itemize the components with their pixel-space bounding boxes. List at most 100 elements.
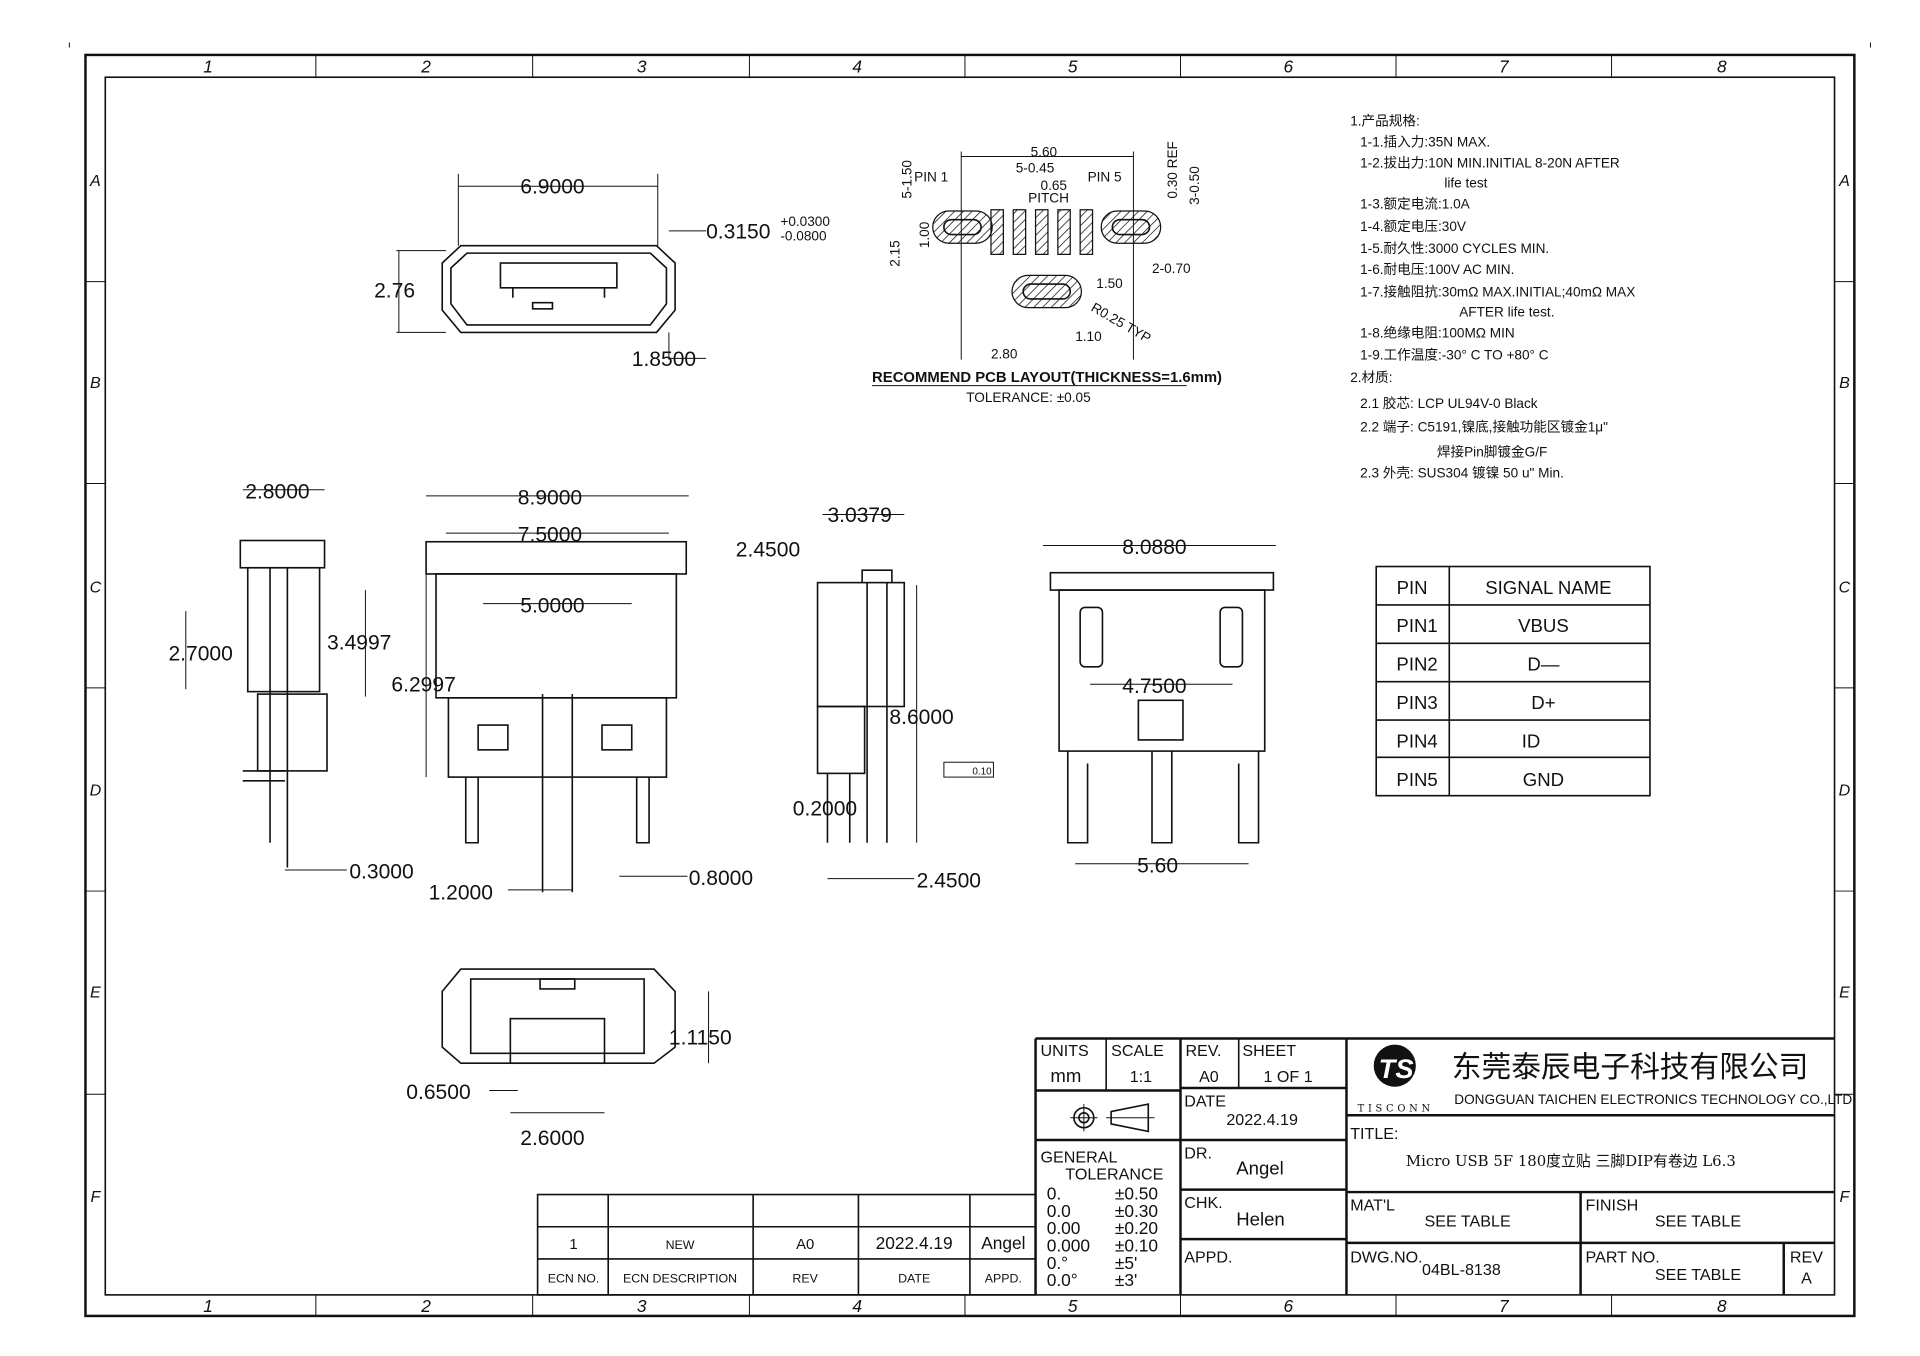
row-label: E <box>90 984 101 1002</box>
spec-line: 1-2.拔出力:10N MIN.INITIAL 8-20N AFTER <box>1360 156 1620 171</box>
dim-label: 8.9000 <box>518 487 582 510</box>
front-view-main: 8.9000 7.5000 5.0000 6.2997 1.2000 0.800… <box>391 487 753 905</box>
border-frame: 1 2 3 4 5 6 7 8 1 2 3 4 5 6 7 8 A B C D … <box>68 42 1871 1318</box>
tolerance-value: ±0.30 <box>1115 1201 1158 1221</box>
spec-notes: 1.产品规格:1-1.插入力:35N MAX.1-2.拔出力:10N MIN.I… <box>1350 114 1635 481</box>
dim-label: 2.6000 <box>520 1127 584 1150</box>
pcb-dim: 2-0.70 <box>1152 261 1191 276</box>
scale-value: 1:1 <box>1130 1068 1152 1086</box>
pcb-label: PITCH <box>1028 190 1069 205</box>
part-label: PART NO. <box>1586 1249 1660 1267</box>
col-label: 4 <box>852 1296 862 1316</box>
matl-value: SEE TABLE <box>1425 1213 1511 1231</box>
rev-label: REV. <box>1185 1042 1221 1060</box>
col-label: 8 <box>1717 1296 1727 1316</box>
tolerance-precision: 0.0 <box>1047 1201 1071 1221</box>
rev2-label: REV <box>1790 1249 1823 1267</box>
front-view-top: 6.9000 2.76 0.3150 +0.0300 -0.0800 1.850… <box>374 173 830 371</box>
pin-cell: PIN1 <box>1396 615 1437 636</box>
rev-cell: Angel <box>981 1233 1025 1253</box>
spec-line: 1-3.额定电流:1.0A <box>1360 197 1471 212</box>
logo-text: TISCONN <box>1358 1104 1434 1115</box>
matl-label: MAT'L <box>1350 1197 1395 1215</box>
col-label: 3 <box>637 1296 647 1316</box>
tolerance-value: ±0.50 <box>1115 1183 1158 1203</box>
pcb-dim: 1.00 <box>917 221 932 248</box>
dim-label: 6.2997 <box>391 674 455 697</box>
dim-label: 0.3150 <box>706 220 770 243</box>
dwg-label: DWG.NO. <box>1350 1249 1422 1267</box>
spec-line: AFTER life test. <box>1459 304 1554 319</box>
tolerance-value: ±5' <box>1115 1253 1137 1273</box>
pcb-dim: 2.80 <box>991 346 1018 361</box>
rev-cell: A0 <box>796 1237 814 1253</box>
units-label: UNITS <box>1041 1042 1089 1060</box>
col-label: 1 <box>203 56 213 76</box>
side-view-left: 2.8000 2.7000 3.4997 0.3000 <box>168 480 413 883</box>
rev-header: ECN NO. <box>548 1271 600 1285</box>
signal-cell: GND <box>1523 769 1564 790</box>
col-label: 6 <box>1283 1296 1293 1316</box>
company-name-en: DONGGUAN TAICHEN ELECTRONICS TECHNOLOGY … <box>1454 1092 1852 1107</box>
title-block: UNITS mm SCALE 1:1 REV. A0 SHEET 1 OF 1 … <box>1034 1037 1852 1295</box>
logo-mark: TS <box>1379 1053 1414 1084</box>
row-label: E <box>1839 984 1850 1002</box>
col-label: 4 <box>852 56 862 76</box>
col-label: 1 <box>203 1296 213 1316</box>
pcb-dim: 1.50 <box>1096 276 1123 291</box>
dim-label: 8.0880 <box>1122 536 1186 559</box>
company-name-cn: 东莞泰辰电子科技有限公司 <box>1452 1051 1809 1084</box>
projection-symbol-icon <box>1070 1103 1155 1133</box>
dr-label: DR. <box>1184 1145 1212 1163</box>
part-value: SEE TABLE <box>1655 1266 1741 1284</box>
dim-label: 2.7000 <box>168 643 232 666</box>
dim-label: 0.6500 <box>406 1081 470 1104</box>
row-label: A <box>89 172 101 190</box>
pcb-dim: 5.60 <box>1031 145 1058 160</box>
tolerance-precision: 0.000 <box>1047 1236 1090 1256</box>
col-label: 5 <box>1068 56 1078 76</box>
pin-cell: PIN5 <box>1396 769 1437 790</box>
rev-cell: 1 <box>569 1237 577 1253</box>
dim-label: 8.6000 <box>889 706 953 729</box>
col-label: 2 <box>420 56 431 76</box>
row-label: F <box>90 1188 101 1206</box>
pin-table-header: SIGNAL NAME <box>1485 577 1611 598</box>
spec-line: 1-9.工作温度:-30° C TO +80° C <box>1360 348 1549 363</box>
dim-label: 5.0000 <box>520 594 584 617</box>
dim-label: -0.0800 <box>780 229 827 244</box>
pcb-dim: 0.30 REF <box>1165 141 1180 199</box>
rev-value: A0 <box>1199 1068 1219 1086</box>
company-logo: TS TISCONN <box>1358 1044 1434 1115</box>
dim-label: 0.3000 <box>349 861 413 884</box>
row-label: D <box>90 782 102 800</box>
pcb-caption: RECOMMEND PCB LAYOUT(THICKNESS=1.6mm) <box>872 370 1222 386</box>
col-label: 6 <box>1283 56 1293 76</box>
col-label: 7 <box>1499 56 1510 76</box>
col-label: 8 <box>1717 56 1727 76</box>
row-label: C <box>1839 579 1851 597</box>
row-label: A <box>1838 172 1850 190</box>
sheet-value: 1 OF 1 <box>1263 1068 1312 1086</box>
dim-label: 5.60 <box>1137 854 1178 877</box>
rev-header: DATE <box>898 1271 930 1285</box>
pcb-dim: 3-0.50 <box>1187 166 1202 205</box>
tolerance-value: ±3' <box>1115 1270 1137 1290</box>
pin-cell: PIN3 <box>1396 692 1437 713</box>
rev-header: APPD. <box>985 1271 1022 1285</box>
dim-label: 0.8000 <box>689 867 753 890</box>
dim-label: 4.7500 <box>1122 675 1186 698</box>
tolerance-precision: 0.° <box>1047 1253 1068 1273</box>
dim-label: 2.76 <box>374 280 415 303</box>
pcb-label: PIN 1 <box>914 169 948 184</box>
pcb-dim: 1.10 <box>1075 329 1102 344</box>
tolerance-value: ±0.10 <box>1115 1236 1158 1256</box>
tolerance-precision: 0. <box>1047 1183 1061 1203</box>
general-tolerance-label: GENERAL <box>1041 1148 1118 1166</box>
pin-table: PIN SIGNAL NAME PIN1 VBUS PIN2 D— PIN3 D… <box>1375 565 1651 797</box>
row-label: F <box>1840 1188 1851 1206</box>
pcb-layout: 5.60 5-0.45 PIN 1 PIN 5 0.65 PITCH 5-1.5… <box>872 141 1222 405</box>
spec-line: 2.2 端子: C5191,镍底,接触功能区镀金1μ" <box>1360 418 1608 434</box>
spec-line: 1.产品规格: <box>1350 114 1420 129</box>
